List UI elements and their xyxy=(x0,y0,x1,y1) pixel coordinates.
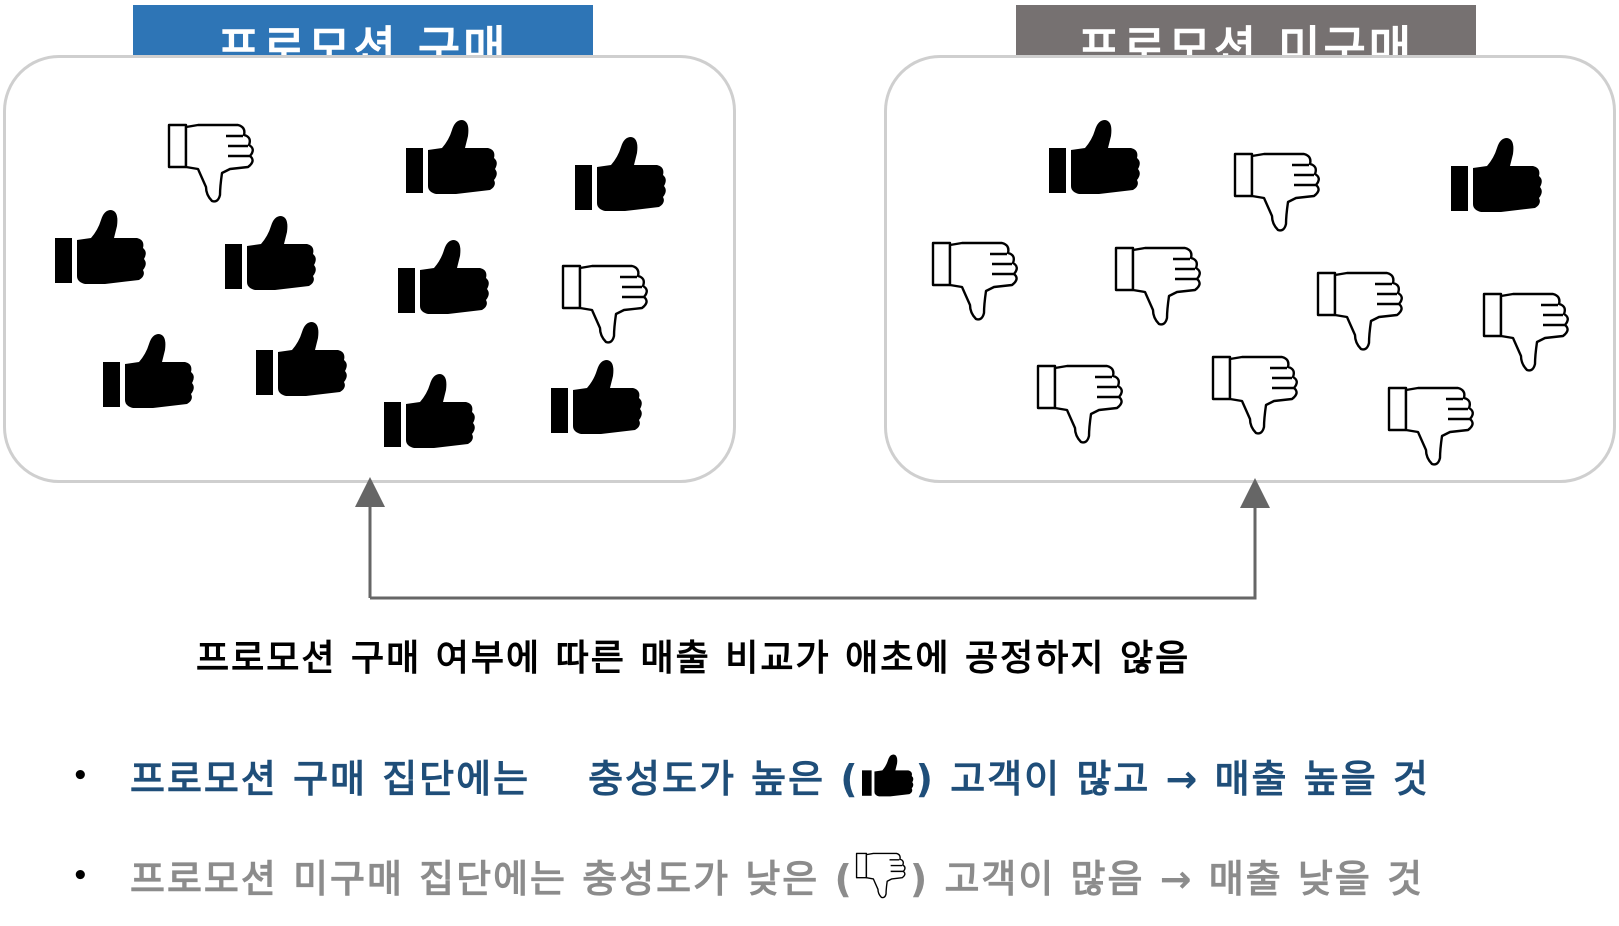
thumbs-down-icon xyxy=(1211,355,1303,437)
bullet-item-non-purchase: • 프로모션 미구매 집단에는 충성도가 낮은 ( ) 고객이 많음 → 매출 … xyxy=(72,848,1424,903)
thumbs-up-icon xyxy=(861,752,914,800)
thumbs-down-icon xyxy=(931,241,1023,323)
thumbs-down-icon xyxy=(1482,292,1574,374)
thumbs-down-icon xyxy=(1233,152,1325,234)
thumbs-up-icon xyxy=(551,356,643,440)
thumbs-up-icon xyxy=(575,133,667,217)
thumbs-up-icon xyxy=(103,330,195,414)
thumbs-up-icon xyxy=(398,236,490,320)
thumbs-up-icon xyxy=(1049,116,1141,200)
bullet-marker: • xyxy=(72,760,91,791)
bullet-text: ) 고객이 많고 → 매출 높을 것 xyxy=(915,757,1430,801)
bullet-text: ) 고객이 많음 → 매출 낮을 것 xyxy=(909,857,1425,901)
thumbs-up-icon xyxy=(384,370,476,454)
thumbs-up-icon xyxy=(256,318,348,402)
thumbs-up-icon xyxy=(406,116,498,200)
thumbs-down-icon xyxy=(561,264,653,346)
bullet-marker: • xyxy=(72,860,91,891)
thumbs-down-icon xyxy=(1036,364,1128,446)
bullet-item-purchase: • 프로모션 구매 집단에는 충성도가 높은 ( ) 고객이 많고 → 매출 높… xyxy=(72,748,1430,803)
thumbs-down-icon xyxy=(855,852,908,900)
connector-line xyxy=(368,493,1255,600)
conclusion-caption: 프로모션 구매 여부에 따른 매출 비교가 애초에 공정하지 않음 xyxy=(196,638,1191,679)
thumbs-down-icon xyxy=(1387,386,1479,468)
thumbs-down-icon xyxy=(1114,246,1206,328)
bullet-text: 프로모션 구매 집단에는 xyxy=(130,757,531,801)
thumbs-up-icon xyxy=(55,206,147,290)
bullet-text: 충성도가 높은 ( xyxy=(588,757,860,801)
thumbs-up-icon xyxy=(225,212,317,296)
thumbs-down-icon xyxy=(1316,271,1408,353)
bullet-text: 프로모션 미구매 집단에는 충성도가 낮은 ( xyxy=(130,857,854,901)
thumbs-up-icon xyxy=(1451,134,1543,218)
thumbs-down-icon xyxy=(167,123,259,205)
